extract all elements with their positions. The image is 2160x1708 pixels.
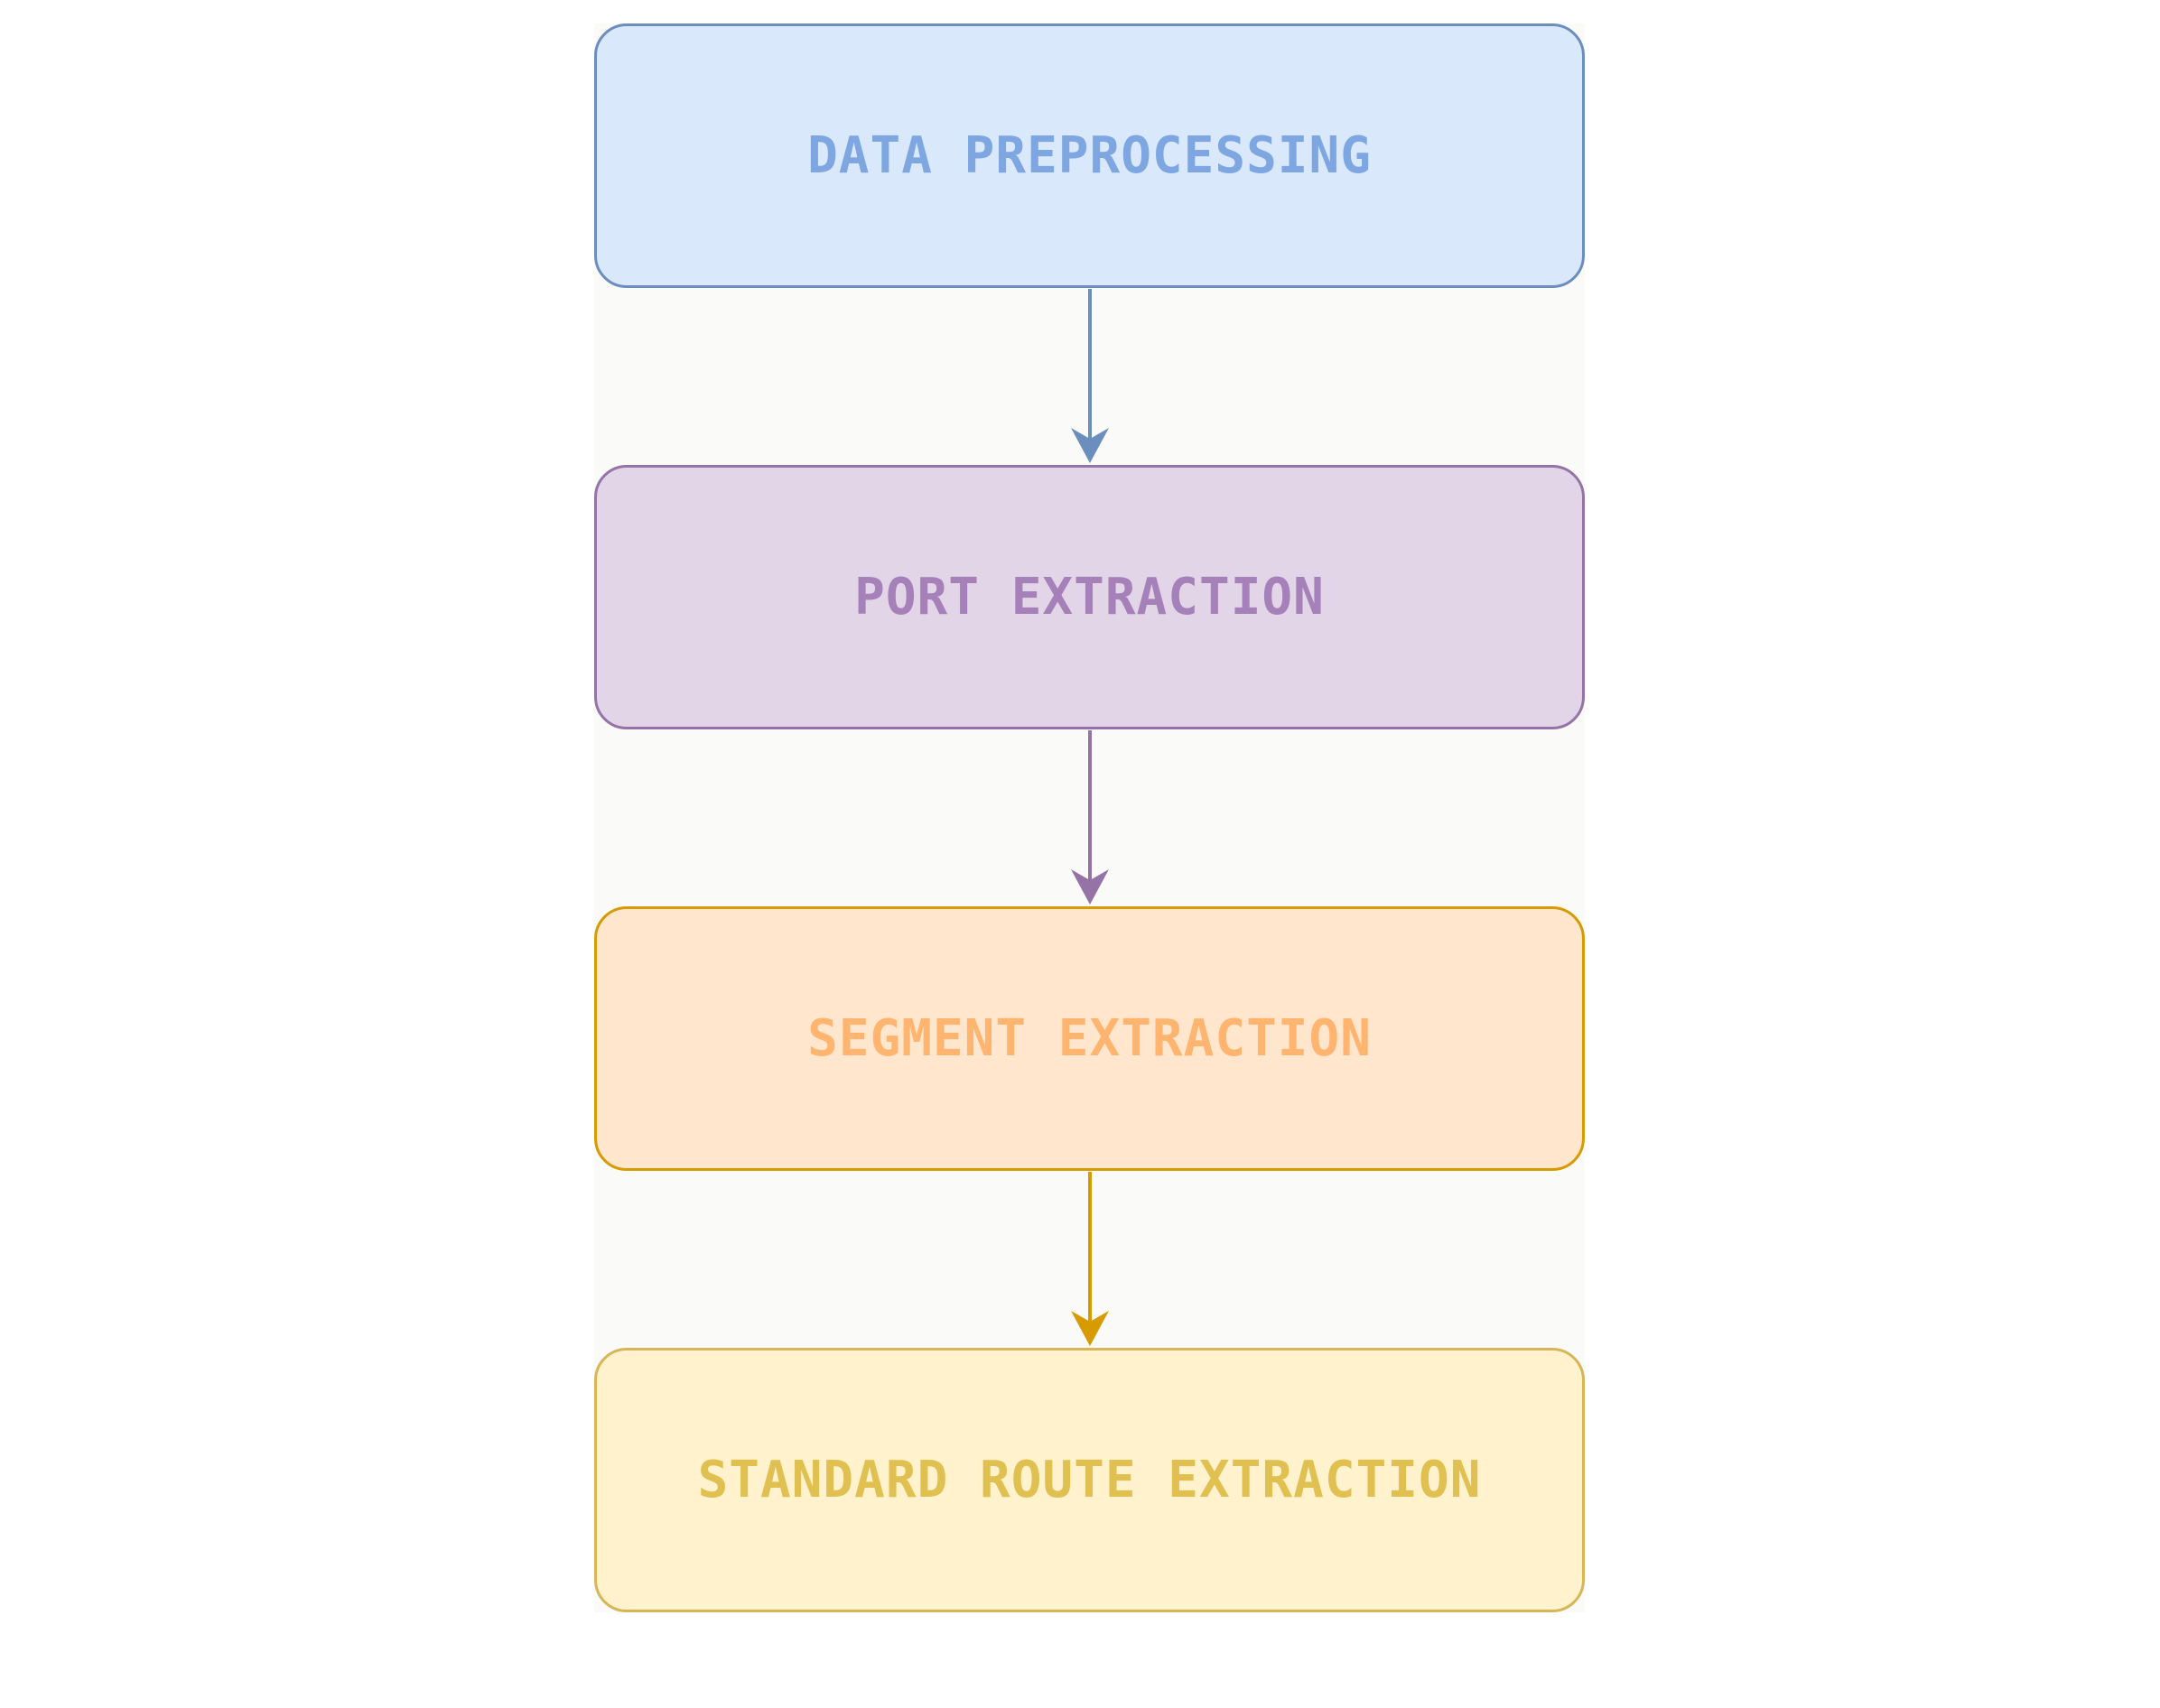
node-label: PORT EXTRACTION <box>854 568 1325 627</box>
node-port-extraction: PORT EXTRACTION <box>594 465 1585 729</box>
node-standard-route-extraction: STANDARD ROUTE EXTRACTION <box>594 1348 1585 1612</box>
node-data-preprocessing: DATA PREPROCESSING <box>594 23 1585 288</box>
node-segment-extraction: SEGMENT EXTRACTION <box>594 906 1585 1171</box>
node-label: SEGMENT EXTRACTION <box>807 1009 1372 1068</box>
node-label: DATA PREPROCESSING <box>807 126 1372 185</box>
node-label: STANDARD ROUTE EXTRACTION <box>697 1451 1482 1509</box>
